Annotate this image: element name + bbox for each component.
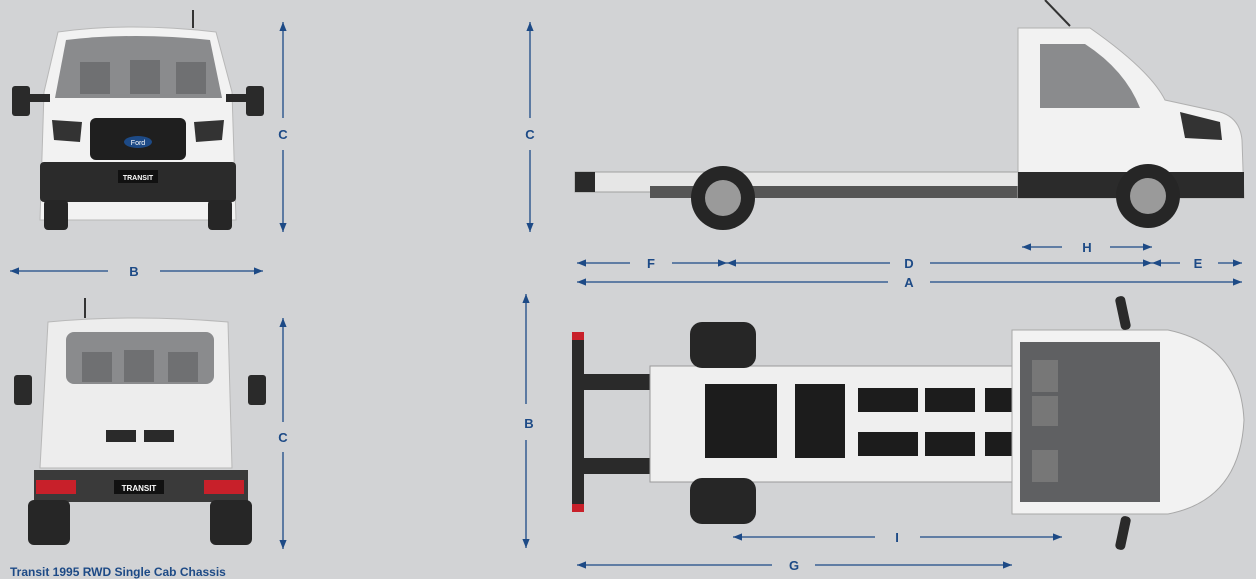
dimension-label-i: I bbox=[895, 530, 899, 545]
rear-view: TRANSIT bbox=[14, 298, 266, 545]
front-view: Ford TRANSIT bbox=[12, 10, 264, 230]
dimension-label-f: F bbox=[647, 256, 655, 271]
dimension-label-c-side: C bbox=[525, 127, 535, 142]
front-grille-badge: Ford bbox=[131, 140, 146, 147]
dimension-label-c-front: C bbox=[278, 127, 288, 142]
rear-plate-text: TRANSIT bbox=[122, 484, 157, 493]
top-view bbox=[572, 296, 1245, 550]
dimension-label-h: H bbox=[1082, 240, 1091, 255]
dimension-lines bbox=[10, 22, 1242, 569]
dimension-label-b-top: B bbox=[524, 416, 533, 431]
dimension-label-b-front: B bbox=[129, 264, 138, 279]
dimension-label-c-rear: C bbox=[278, 430, 288, 445]
dimension-label-g: G bbox=[789, 558, 799, 573]
dimension-label-e: E bbox=[1194, 256, 1203, 271]
side-view bbox=[574, 0, 1245, 230]
dimension-label-d: D bbox=[904, 256, 913, 271]
diagram-caption: Transit 1995 RWD Single Cab Chassis bbox=[10, 565, 226, 579]
front-plate-text: TRANSIT bbox=[123, 175, 154, 182]
dimension-label-a: A bbox=[904, 275, 914, 290]
ford-logo-icon bbox=[124, 136, 152, 148]
